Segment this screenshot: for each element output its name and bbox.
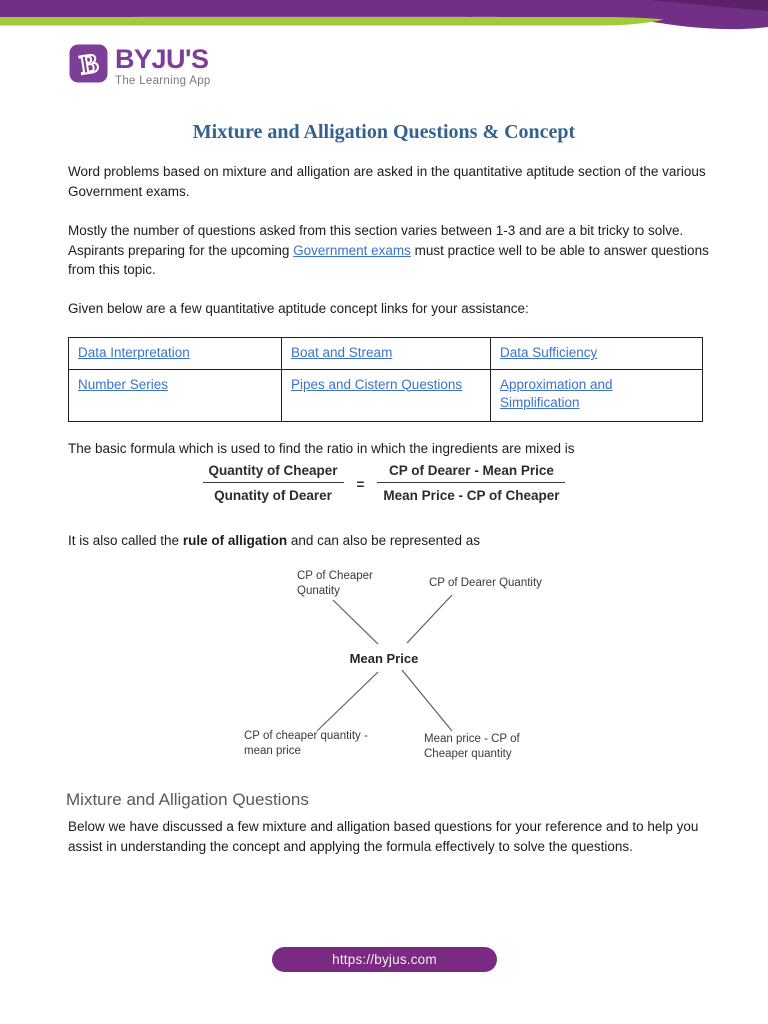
logo-wordmark: BYJU'S xyxy=(115,44,209,74)
pipes-and-cistern-link[interactable]: Pipes and Cistern Questions xyxy=(291,376,463,392)
rule-paragraph: It is also called the rule of alligation… xyxy=(68,531,712,551)
logo-tagline: The Learning App xyxy=(115,75,211,87)
diagram-label-cheaper-minus-mean: CP of cheaper quantity - mean price xyxy=(244,730,368,757)
rule-text-before: It is also called the xyxy=(68,533,183,548)
diagram-label-mean-minus-cheaper: Mean price - CP of Cheaper quantity xyxy=(424,733,520,760)
data-sufficiency-link[interactable]: Data Sufficiency xyxy=(500,345,598,360)
intro-paragraph-1: Word problems based on mixture and allig… xyxy=(68,164,706,199)
formula-right-denominator: Mean Price - CP of Cheaper xyxy=(383,488,560,503)
line-top-right xyxy=(406,594,453,644)
table-cell: Data Interpretation xyxy=(68,337,282,370)
intro-paragraph-2: Mostly the number of questions asked fro… xyxy=(68,221,712,280)
footer-url-text: https://byjus.com xyxy=(332,952,437,967)
concept-links-table: Data Interpretation Boat and Stream Data… xyxy=(68,337,703,422)
line-top-left xyxy=(332,599,379,645)
formula-left-denominator: Qunatity of Dearer xyxy=(214,488,332,503)
formula-left-numerator: Quantity of Cheaper xyxy=(202,463,344,483)
number-series-link[interactable]: Number Series xyxy=(78,376,169,392)
diagram-cross-lines xyxy=(316,594,453,732)
p2-text-after: must practice well to be able to answer … xyxy=(68,242,709,278)
byjus-logo: B BYJU'S The Learning App xyxy=(69,44,211,87)
boat-and-stream-link[interactable]: Boat and Stream xyxy=(291,345,393,360)
purple-swoosh-shape xyxy=(0,0,768,30)
table-cell: Boat and Stream xyxy=(281,337,491,370)
logo-text: BYJU'S The Learning App xyxy=(115,44,211,87)
alligation-formula: Quantity of Cheaper Qunatity of Dearer =… xyxy=(0,463,768,503)
approximation-simplification-link[interactable]: Approximation and Simplification xyxy=(500,376,613,411)
page-title: Mixture and Alligation Questions & Conce… xyxy=(192,121,576,143)
header-band xyxy=(0,0,768,34)
diagram-label-mean-price: Mean Price xyxy=(349,651,419,666)
data-interpretation-link[interactable]: Data Interpretation xyxy=(78,345,190,360)
government-exams-link[interactable]: Government exams xyxy=(293,242,411,258)
equals-sign: = xyxy=(356,476,365,492)
byjus-logo-icon: B xyxy=(69,44,108,83)
table-cell: Number Series xyxy=(68,368,282,422)
table-cell: Pipes and Cistern Questions xyxy=(281,368,491,422)
diagram-label-cp-cheaper: CP of Cheaper Qunatity xyxy=(297,570,373,597)
formula-right-numerator: CP of Dearer - Mean Price xyxy=(377,463,566,483)
rule-bold-text: rule of alligation xyxy=(182,533,288,548)
header-swoosh-graphic xyxy=(0,0,768,30)
alligation-diagram: CP of Cheaper Qunatity CP of Dearer Quan… xyxy=(0,565,768,770)
footer-url-pill[interactable]: https://byjus.com xyxy=(272,947,497,972)
formula-left-fraction: Quantity of Cheaper Qunatity of Dearer xyxy=(202,463,344,503)
intro-paragraph-3: Given below are a few quantitative aptit… xyxy=(68,301,529,316)
section-heading-questions: Mixture and Alligation Questions xyxy=(66,790,309,809)
line-bottom-left xyxy=(316,671,379,732)
formula-intro-paragraph: The basic formula which is used to find … xyxy=(68,441,575,456)
rule-text-after: and can also be represented as xyxy=(287,533,480,548)
dark-purple-accent-shape xyxy=(648,0,768,11)
line-bottom-right xyxy=(401,669,453,732)
green-swoosh-shape xyxy=(0,17,664,26)
table-row: Number Series Pipes and Cistern Question… xyxy=(68,368,703,422)
formula-right-fraction: CP of Dearer - Mean Price Mean Price - C… xyxy=(377,463,566,503)
section-body-paragraph: Below we have discussed a few mixture an… xyxy=(68,819,699,854)
diagram-label-cp-dearer: CP of Dearer Quantity xyxy=(429,577,542,589)
p2-text-before: Mostly the number of questions asked fro… xyxy=(68,223,684,258)
table-cell: Data Sufficiency xyxy=(490,337,703,370)
table-row: Data Interpretation Boat and Stream Data… xyxy=(68,337,703,370)
table-cell: Approximation and Simplification xyxy=(490,368,703,422)
